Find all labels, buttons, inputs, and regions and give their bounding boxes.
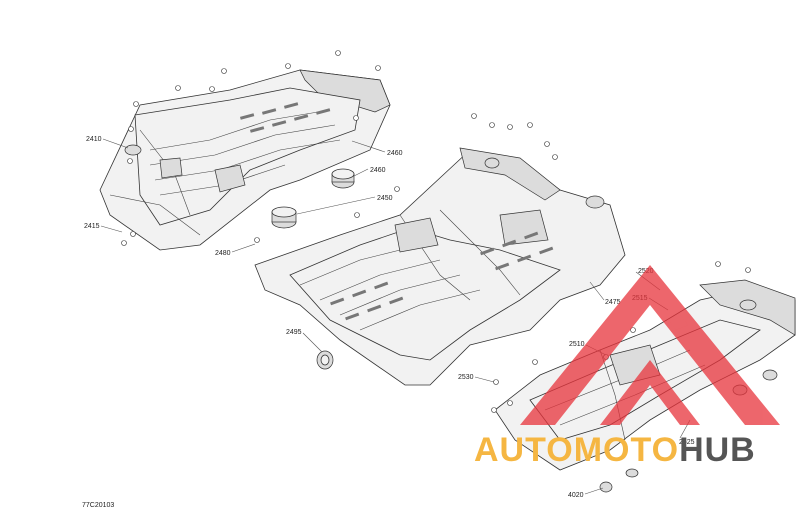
callout-2450: 2450 bbox=[377, 195, 393, 202]
callout-2510: 2510 bbox=[569, 341, 585, 348]
callout-2525: 2525 bbox=[679, 439, 695, 446]
watermark-text: AUTOMOTOHUB bbox=[474, 431, 756, 469]
floor-panel-left bbox=[99, 69, 391, 251]
figure-code: 77C20103 bbox=[82, 502, 114, 509]
callout-2415: 2415 bbox=[84, 223, 100, 230]
callout-2460-upper: 2460 bbox=[387, 150, 403, 157]
callout-2475: 2475 bbox=[605, 299, 621, 306]
watermark-logo bbox=[520, 265, 780, 425]
callout-4020: 4020 bbox=[568, 492, 584, 499]
fasteners bbox=[121, 50, 751, 413]
floor-panel-center bbox=[254, 147, 626, 386]
callout-2460-lower: 2460 bbox=[370, 167, 386, 174]
grommet-2450 bbox=[271, 206, 297, 229]
callout-2410: 2410 bbox=[86, 136, 102, 143]
callout-2530: 2530 bbox=[458, 374, 474, 381]
callout-2480: 2480 bbox=[215, 250, 231, 257]
callout-labels: 2410 2415 2460 2460 2450 2480 2495 2475 … bbox=[84, 136, 695, 499]
grommet-2460 bbox=[331, 168, 355, 189]
grommet-2495 bbox=[316, 350, 334, 370]
callout-2495: 2495 bbox=[286, 329, 302, 336]
